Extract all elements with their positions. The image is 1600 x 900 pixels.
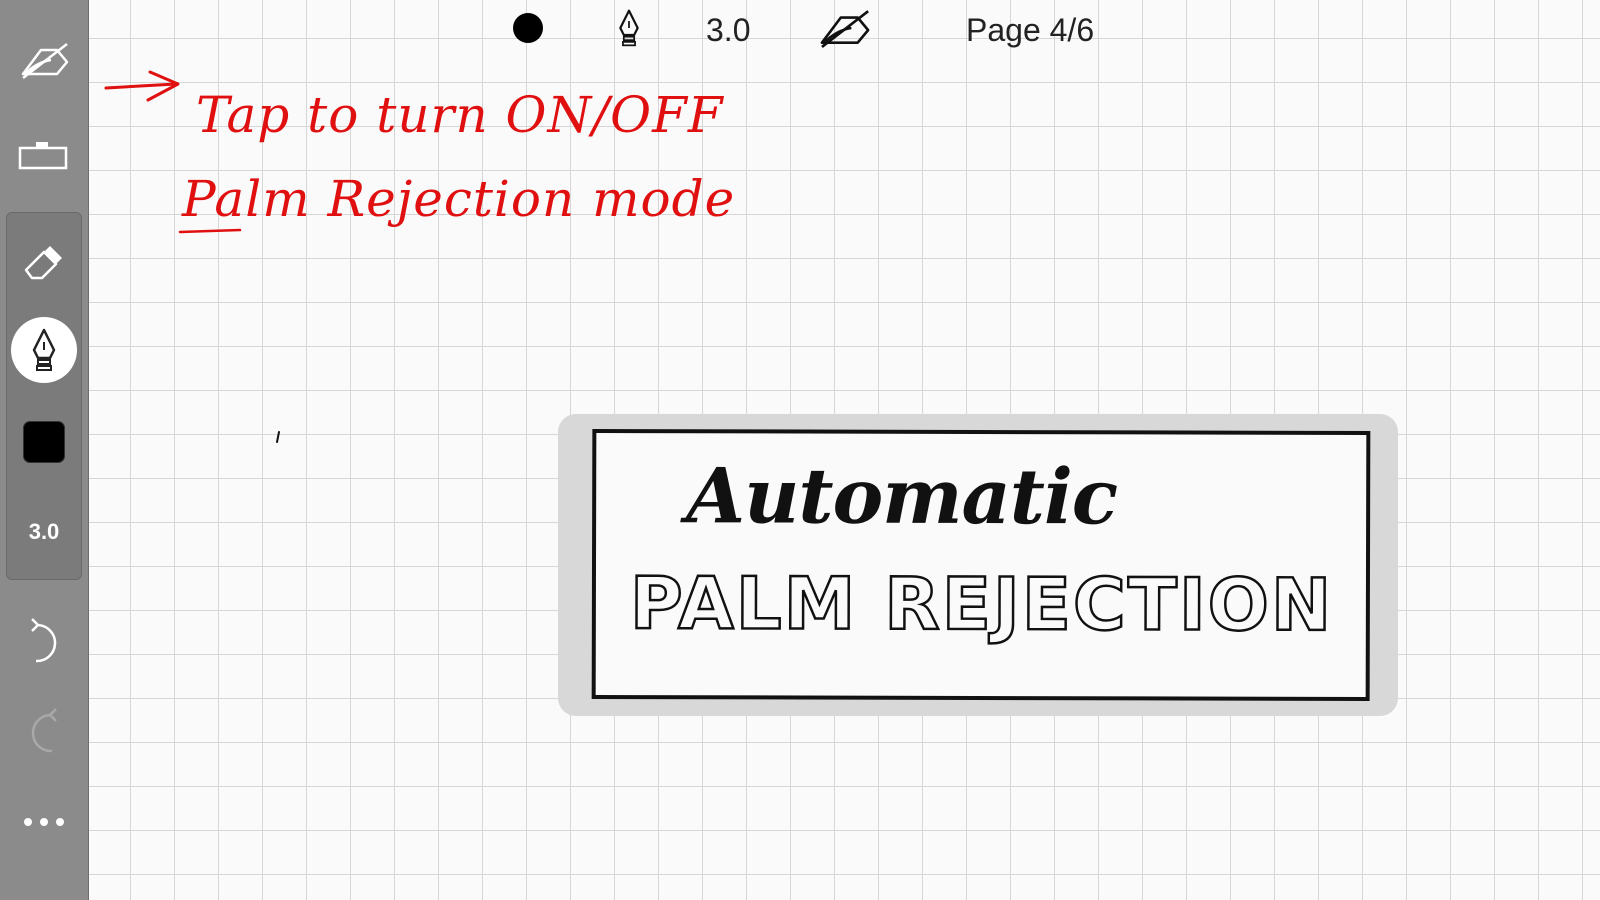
arrow-icon bbox=[104, 70, 180, 102]
more-icon bbox=[22, 816, 66, 828]
pen-size-label: 3.0 bbox=[28, 519, 60, 544]
pen-size-button[interactable]: 3.0 bbox=[0, 500, 88, 564]
pen-size-indicator[interactable]: 3.0 bbox=[706, 8, 750, 52]
color-button[interactable] bbox=[0, 410, 88, 474]
redo-icon bbox=[24, 707, 64, 757]
palm-rejection-toggle-button[interactable] bbox=[0, 28, 88, 92]
card-subtitle: PALM REJECTION bbox=[629, 560, 1335, 648]
palm-rejection-card: Automatic PALM REJECTION bbox=[591, 428, 1371, 702]
palm-rejection-indicator[interactable] bbox=[812, 8, 876, 52]
current-color-indicator[interactable] bbox=[512, 8, 544, 52]
color-dot-icon bbox=[512, 12, 544, 49]
pen-icon bbox=[29, 328, 59, 372]
top-status-bar: 3.0 Page 4/6 bbox=[0, 0, 1600, 62]
current-pen-indicator[interactable] bbox=[616, 8, 642, 52]
pen-button[interactable] bbox=[0, 317, 88, 383]
eraser-icon bbox=[22, 240, 66, 284]
toolbar-toggle-icon bbox=[18, 132, 70, 172]
palm-rejection-icon bbox=[812, 7, 876, 54]
left-toolbar: 3.0 bbox=[0, 0, 89, 900]
page-indicator[interactable]: Page 4/6 bbox=[966, 8, 1094, 52]
eraser-button[interactable] bbox=[0, 230, 88, 294]
pen-size-value: 3.0 bbox=[706, 11, 751, 48]
pen-nib-icon bbox=[616, 7, 642, 54]
undo-button[interactable] bbox=[0, 610, 88, 674]
toolbar-toggle-button[interactable] bbox=[0, 120, 88, 184]
pen-active-indicator bbox=[11, 317, 77, 383]
card-title: Automatic bbox=[686, 451, 1118, 542]
palm-rejection-icon bbox=[17, 40, 71, 80]
pen-tools-panel bbox=[6, 212, 82, 580]
redo-button[interactable] bbox=[0, 700, 88, 764]
undo-icon bbox=[24, 617, 64, 667]
annotation-line-1: Tap to turn ON/OFF bbox=[196, 86, 724, 144]
more-options-button[interactable] bbox=[0, 790, 88, 854]
color-swatch bbox=[23, 421, 65, 463]
annotation-line-2: Palm Rejection mode bbox=[182, 170, 736, 228]
page-indicator-label: Page 4/6 bbox=[966, 11, 1095, 48]
